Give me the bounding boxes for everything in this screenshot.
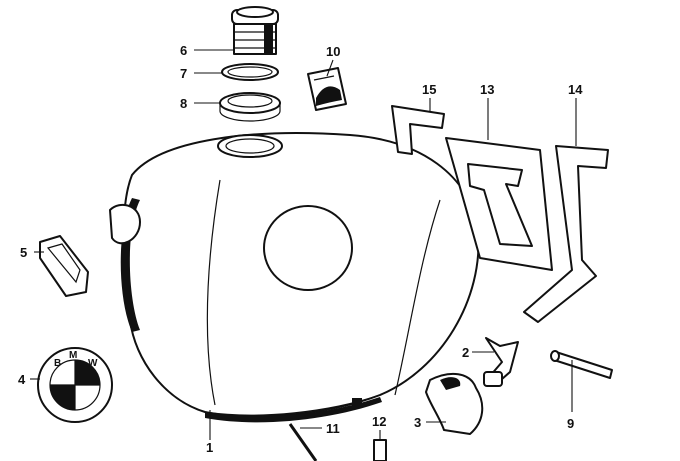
pad-part-14[interactable] [523,145,609,323]
badge-letter-m: M [69,350,77,361]
callout-5: 5 [20,245,27,260]
callout-9: 9 [567,416,574,431]
leader-lines [30,49,577,440]
callout-6: 6 [180,43,187,58]
rod-part-11[interactable] [288,423,318,461]
fuel-tank-part[interactable] [109,132,480,423]
callout-12: 12 [372,414,386,429]
bmw-badge-part[interactable]: B M W [37,347,113,423]
pad-part-13[interactable] [445,137,553,271]
warning-sticker-part[interactable] [307,67,347,111]
clip-part-2[interactable] [483,337,519,387]
badge-letter-b: B [54,358,61,369]
callout-14: 14 [568,82,583,97]
callout-2: 2 [462,345,469,360]
callout-11: 11 [326,421,340,436]
clip-part-12[interactable] [373,439,387,461]
gasket-ring-part[interactable] [221,63,279,81]
filler-ring-part[interactable] [219,92,281,122]
badge-letter-w: W [88,358,98,369]
callout-7: 7 [180,66,187,81]
callout-15: 15 [422,82,436,97]
callout-3: 3 [414,415,421,430]
callout-4: 4 [18,372,26,387]
callout-1: 1 [206,440,213,455]
holder-part-3[interactable] [425,372,484,435]
filler-cap-part[interactable] [231,6,279,55]
hose-part-9[interactable] [550,350,613,379]
callout-10: 10 [326,44,340,59]
pad-part-5[interactable] [39,235,89,297]
pad-part-15[interactable] [391,105,445,155]
callout-8: 8 [180,96,187,111]
callout-13: 13 [480,82,494,97]
